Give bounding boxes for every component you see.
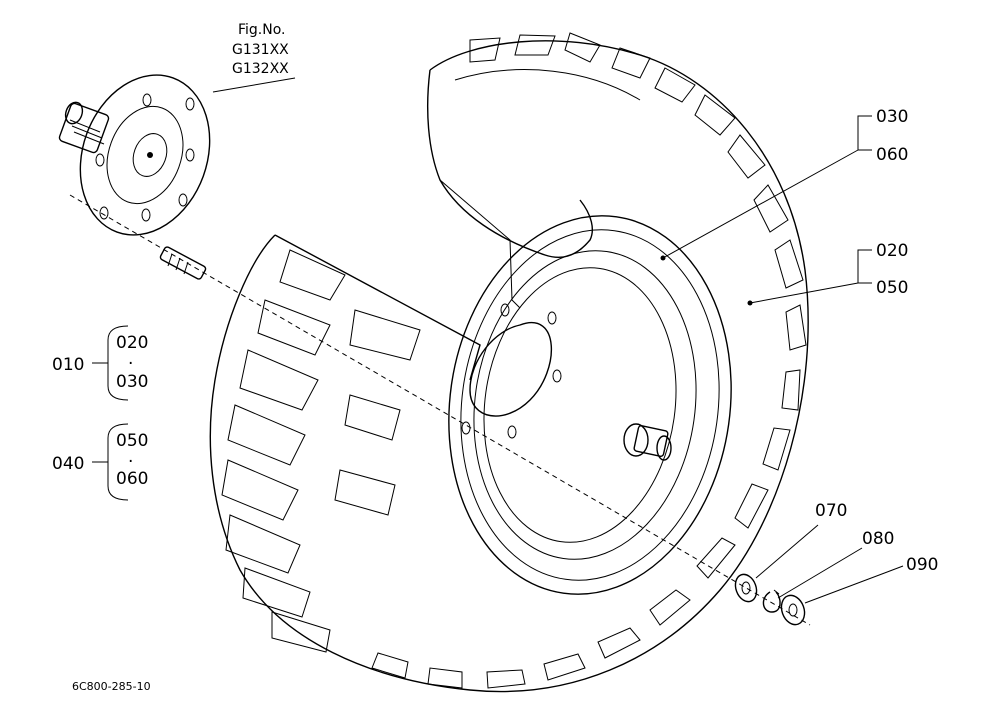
fig-no-title: Fig.No.: [238, 22, 286, 38]
hex-nut: [780, 594, 806, 626]
wheel-stud-bolt: [159, 246, 207, 280]
tire: [209, 32, 809, 693]
callout-080: 080: [862, 529, 894, 549]
group-040-label: 040: [52, 454, 84, 474]
group-040-top: 050: [116, 431, 148, 451]
group-010-dot: ·: [128, 354, 133, 374]
fig-no-2: G132XX: [232, 61, 289, 77]
callout-020: 020: [876, 241, 908, 261]
wheel-rim: [448, 215, 732, 595]
plain-washer: [734, 573, 758, 603]
group-010-bottom: 030: [116, 372, 148, 392]
group-040-dot: ·: [128, 452, 133, 472]
group-010-top: 020: [116, 333, 148, 353]
callout-060: 060: [876, 145, 908, 165]
group-bracket-040: [92, 423, 129, 501]
callout-090: 090: [906, 555, 938, 575]
assembly-axis: [69, 194, 811, 626]
leader-lines: [212, 77, 904, 604]
valve-stem: [623, 423, 672, 461]
lock-washer: [762, 589, 781, 613]
axle-hub-flange: [58, 74, 211, 236]
callout-050: 050: [876, 278, 908, 298]
drawing-id: 6C800-285-10: [72, 680, 151, 693]
callout-070: 070: [815, 501, 847, 521]
group-040-bottom: 060: [116, 469, 148, 489]
fig-no-1: G131XX: [232, 42, 289, 58]
group-010-label: 010: [52, 355, 84, 375]
group-bracket-010: [92, 325, 129, 401]
callout-030: 030: [876, 107, 908, 127]
